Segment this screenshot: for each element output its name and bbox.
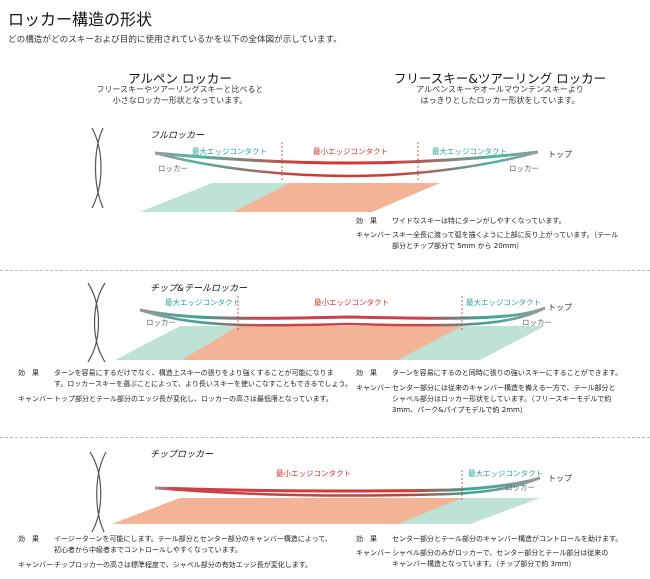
full-rocker-effect-text: ワイドなスキーは特にターンがしやすくなっています。 (392, 217, 566, 225)
tiptail-rocker-profile-icon (87, 282, 106, 363)
full-rocker-rocker-label-right: ロッカー (509, 164, 539, 173)
alpine-rocker-desc-2: 小さなロッカー形状となっています。 (112, 96, 248, 105)
tiptail-rocker-salmon-plane (182, 326, 462, 360)
tip-right-camber-text-1: シャベル部分のみがロッカーで、センター部分とテール部分は従来の (392, 549, 609, 557)
tiptail-right-camber-row: キャンバーセンター部分には従来のキャンバー構造を備える一方で、テール部分と (356, 383, 616, 394)
full-rocker-camber-term: キャンバー (356, 231, 391, 239)
full-rocker-camber-text-1: スキー全長に渡って弧を描くように上部に反り上がっています。（テール (392, 231, 619, 239)
section-divider-1 (0, 270, 650, 271)
tiptail-rocker-tip-label: トップ (548, 303, 572, 312)
tip-right-effect-row: 効 果 センター部分とテール部分のキャンバー構造がコントロールを助けます。 (356, 534, 622, 545)
tiptail-left-camber-text: トップ部分とテール部分のエッジ長が変化し、ロッカーの高さは最低限となっています。 (54, 395, 333, 403)
tip-right-camber-term: キャンバー (356, 549, 391, 557)
tiptail-left-camber-term: キャンバー (18, 395, 53, 403)
tip-left-camber-row: キャンバーチップロッカーの高さは標準程度で、シャベル部分の有効エッジ長が変化しま… (18, 560, 312, 571)
tip-rocker-ski-top (154, 476, 541, 493)
alpine-rocker-heading: アルペン ロッカー (128, 71, 232, 86)
full-rocker-effect-row: 効 果 ワイドなスキーは特にターンがしやすくなっています。 (356, 216, 566, 227)
tiptail-right-camber-text-1: センター部分には従来のキャンバー構造を備える一方で、テール部分と (392, 384, 616, 392)
tip-right-camber-text-2: キャンバー構造となっています。（チップ部分で約 3mm） (392, 560, 576, 568)
tip-rocker-salmon-plane (112, 498, 462, 524)
full-rocker-tip-label: トップ (548, 150, 572, 159)
tip-rocker-title: チップロッカー (150, 450, 214, 460)
tiptail-right-effect-row: 効 果 ターンを容易にするのと同時に張りの強いスキーにすることができます。 (356, 368, 622, 379)
tiptail-left-effect-text-1: ターンを容易にするだけでなく、構造上スキーの張りをより強くすることが可能になりま (54, 369, 334, 377)
tip-right-camber-row: キャンバーシャベル部分のみがロッカーで、センター部分とテール部分は従来の (356, 548, 608, 559)
tiptail-right-camber-term: キャンバー (356, 384, 391, 392)
tiptail-rocker-ski-bottom (139, 306, 546, 327)
tiptail-right-camber-text-2: シャベル部分はロッカー形状をしています。（フリースキーモデルで約 (392, 395, 612, 403)
tip-rocker-profile-icon (89, 451, 107, 533)
full-rocker-max-contact-right: 最大エッジコンタクト (432, 147, 507, 156)
tiptail-rocker-min-contact: 最小エッジコンタクト (314, 298, 389, 307)
full-rocker-profile-icon (91, 127, 104, 209)
tip-rocker-rocker-label: ロッカー (505, 483, 535, 492)
section-divider-2 (0, 437, 650, 438)
tip-left-camber-text: チップロッカーの高さは標準程度で、シャベル部分の有効エッジ長が変化します。 (54, 561, 313, 569)
tiptail-rocker-rocker-label-right: ロッカー (522, 318, 552, 327)
page-title: ロッカー構造の形状 (8, 10, 153, 29)
full-rocker-ski-bottom (154, 150, 539, 178)
full-rocker-camber-text-2: 部分とチップ部分で 5mm から 20mm） (392, 242, 524, 250)
tiptail-rocker-max-contact-right: 最大エッジコンタクト (466, 298, 541, 307)
full-rocker-title: フルロッカー (150, 131, 205, 141)
tiptail-right-effect-term: 効 果 (356, 369, 377, 377)
full-rocker-rocker-label-left: ロッカー (158, 164, 188, 173)
tip-left-effect-row: 効 果 イージーターンを可能にします。テール部分とセンター部分のキャンバー構造によ… (18, 534, 332, 545)
full-rocker-diagram (91, 127, 539, 212)
tip-left-effect-term: 効 果 (18, 535, 39, 543)
tip-right-effect-term: 効 果 (356, 535, 377, 543)
tip-rocker-max-contact: 最大エッジコンタクト (468, 469, 543, 478)
tip-rocker-tip-label: トップ (548, 474, 572, 483)
tiptail-right-camber-text-3: 3mm、パーク&パイプモデルで約 2mm） (392, 406, 527, 414)
tiptail-left-effect-term: 効 果 (18, 369, 39, 377)
tiptail-right-effect-text: ターンを容易にするのと同時に張りの強いスキーにすることができます。 (392, 369, 623, 377)
alpine-rocker-desc-1: フリースキーやツアーリングスキーと比べると (96, 85, 264, 94)
tiptail-rocker-max-contact-left: 最大エッジコンタクト (165, 298, 240, 307)
freeski-rocker-desc-2: はっきりとしたロッカー形状をしています。 (420, 96, 580, 105)
full-rocker-salmon-plane (233, 183, 440, 212)
tiptail-rocker-diagram (87, 282, 546, 363)
tip-left-effect-text-1: イージーターンを可能にします。テール部分とセンター部分のキャンバー構造によって、 (54, 535, 332, 543)
tip-rocker-min-contact: 最小エッジコンタクト (276, 469, 351, 478)
full-rocker-effect-term: 効 果 (356, 217, 377, 225)
tip-right-effect-text: センター部分とテール部分のキャンバー構造がコントロールを助けます。 (392, 535, 623, 543)
tip-rocker-diagram (89, 451, 541, 533)
tiptail-rocker-title: チップ&テールロッカー (150, 284, 248, 294)
tip-rocker-ski-bottom (154, 476, 541, 497)
tiptail-rocker-ski-top (139, 306, 546, 320)
full-rocker-camber-row: キャンバースキー全長に渡って弧を描くように上部に反り上がっています。（テール (356, 230, 618, 241)
tiptail-left-camber-row: キャンバートップ部分とテール部分のエッジ長が変化し、ロッカーの高さは最低限となっ… (18, 394, 333, 405)
tip-left-camber-term: キャンバー (18, 561, 53, 569)
full-rocker-min-contact: 最小エッジコンタクト (313, 147, 388, 156)
tiptail-rocker-rocker-label-left: ロッカー (146, 318, 176, 327)
freeski-rocker-desc-1: アルペンスキーやオールマウンテンスキーより (416, 85, 584, 94)
freeski-rocker-heading: フリースキー&ツアーリング ロッカー (393, 71, 607, 86)
full-rocker-max-contact-left: 最大エッジコンタクト (192, 147, 267, 156)
page-subtitle: どの構造がどのスキーおよび目的に使用されているかを以下の全体図が示しています。 (8, 35, 342, 45)
tiptail-left-effect-row: 効 果 ターンを容易にするだけでなく、構造上スキーの張りをより強くすることが可能に… (18, 368, 334, 379)
tip-left-effect-text-2: 初心者から中級者までコントロールしやすくなっています。 (54, 546, 242, 554)
tiptail-left-effect-text-2: す。ロッカースキーを選ぶことによって、より長いスキーを使いこなすこともできるでし… (54, 380, 353, 388)
full-rocker-ski-top (154, 150, 539, 165)
